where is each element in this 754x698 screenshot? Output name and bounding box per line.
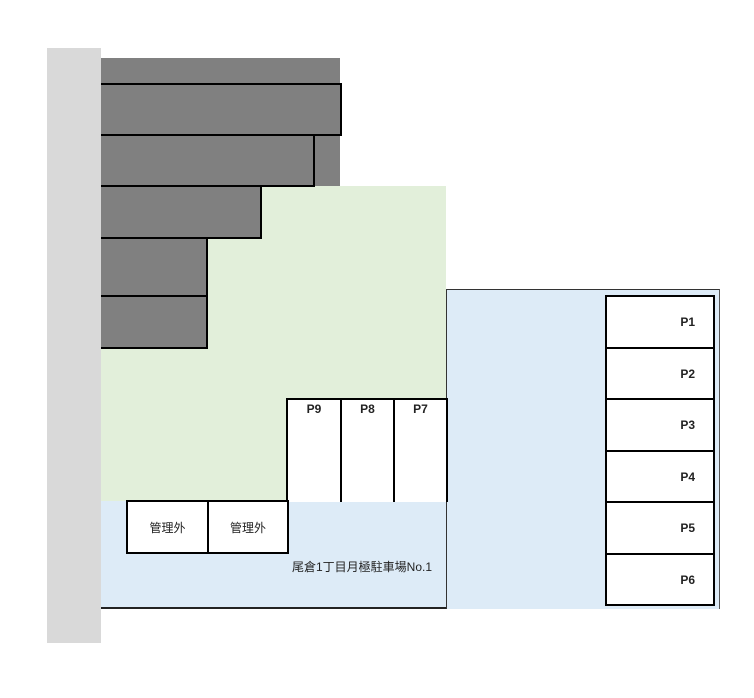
building-row-3 bbox=[101, 185, 262, 239]
unmanaged-slot-2: 管理外 bbox=[207, 500, 289, 554]
parking-slot-p6[interactable]: P6 bbox=[605, 553, 715, 606]
road-strip bbox=[47, 48, 101, 643]
building-row-2 bbox=[101, 134, 315, 187]
parking-slot-p7[interactable]: P7 bbox=[393, 398, 448, 502]
parking-slot-p9[interactable]: P9 bbox=[286, 398, 342, 502]
slot-label: P4 bbox=[680, 469, 695, 484]
parking-slot-p2[interactable]: P2 bbox=[605, 347, 715, 401]
parking-slot-p1[interactable]: P1 bbox=[605, 295, 715, 349]
slot-label: P1 bbox=[680, 315, 695, 329]
building-row-4 bbox=[101, 237, 208, 297]
parking-slot-p8[interactable]: P8 bbox=[340, 398, 395, 502]
parking-slot-p3[interactable]: P3 bbox=[605, 398, 715, 452]
slot-label: P7 bbox=[413, 402, 428, 416]
slot-label: P2 bbox=[680, 367, 695, 381]
slot-label: P6 bbox=[680, 572, 695, 587]
parking-slot-p4[interactable]: P4 bbox=[605, 450, 715, 503]
slot-label: P3 bbox=[680, 418, 695, 432]
lot-title: 尾倉1丁目月極駐車場No.1 bbox=[292, 560, 433, 574]
building-row-1 bbox=[101, 83, 342, 136]
unmanaged-slot-1: 管理外 bbox=[126, 500, 209, 554]
parking-slot-p5[interactable]: P5 bbox=[605, 501, 715, 555]
building-row-5 bbox=[101, 295, 208, 349]
slot-label: P5 bbox=[680, 521, 695, 535]
slot-label: 管理外 bbox=[229, 520, 266, 535]
slot-label: P8 bbox=[360, 402, 375, 416]
slot-label: P9 bbox=[306, 402, 322, 416]
slot-label: 管理外 bbox=[149, 520, 186, 535]
